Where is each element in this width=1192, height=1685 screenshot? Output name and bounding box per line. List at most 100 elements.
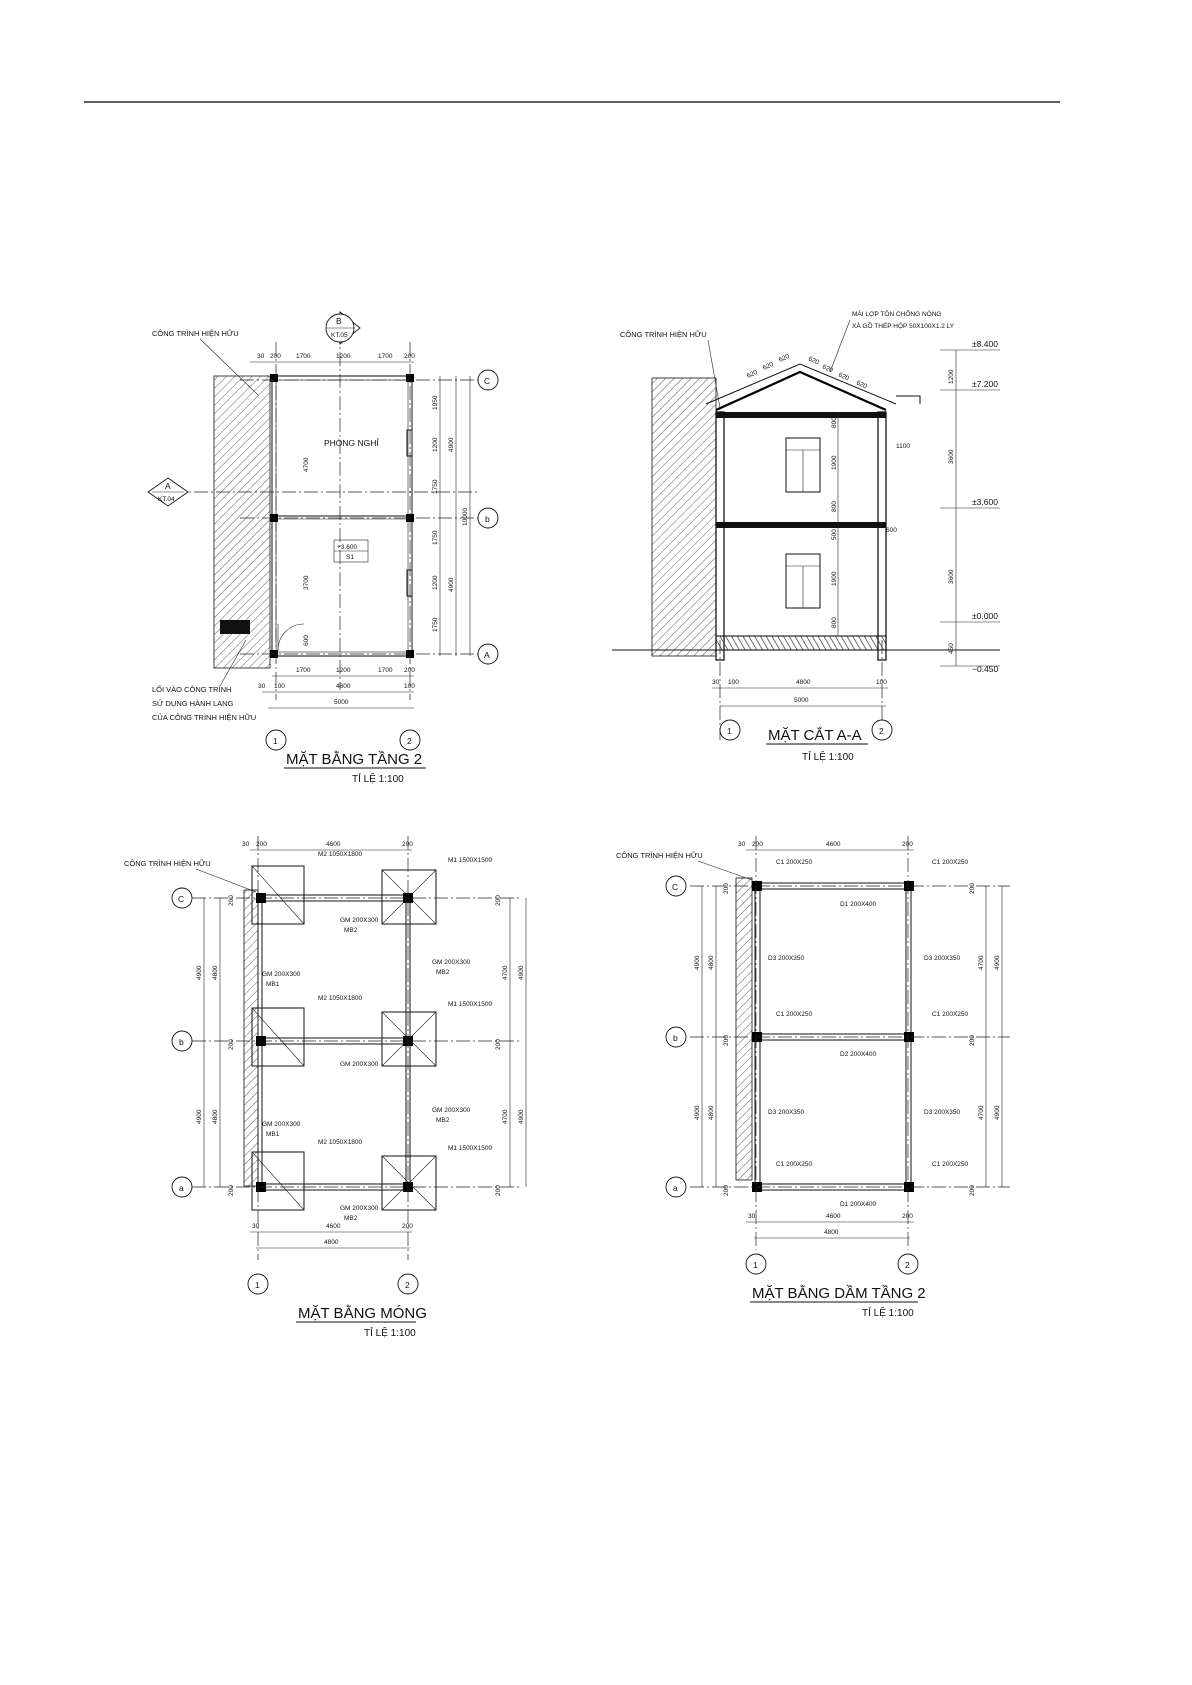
entry-line2: SỬ DỤNG HÀNH LANG (152, 699, 234, 708)
column-label: C1 200X250 (776, 859, 813, 866)
entry-line3: CỦA CÔNG TRÌNH HIỆN HỮU (152, 713, 256, 722)
axis-bubble-c: C (178, 894, 184, 904)
beam-label: GM 200X300 (432, 1107, 471, 1114)
dim: 200 (402, 841, 413, 848)
dim: 1200 (336, 353, 351, 360)
dim: 200 (228, 895, 235, 906)
dim: 100 (728, 679, 739, 686)
axis-bubble-b: b (485, 514, 490, 524)
dim: 620 (778, 353, 791, 364)
level-label: +3.600 (337, 544, 357, 551)
dim: 1700 (378, 353, 393, 360)
column-label: C1 200X250 (932, 859, 969, 866)
section-scale: TỈ LỆ 1:100 (802, 750, 854, 763)
dim: 30 (242, 841, 250, 848)
dim: 600 (886, 527, 897, 534)
dim: 4700 (502, 965, 509, 980)
dim: 800 (831, 617, 838, 628)
entry-marker (220, 620, 250, 634)
dim: 4700 (502, 1109, 509, 1124)
dim: 1200 (336, 667, 351, 674)
dim: 1200 (432, 575, 439, 590)
dim: 620 (746, 369, 759, 380)
room-label: PHÒNG NGHỈ (324, 437, 379, 448)
foundation-scale: TỈ LỆ 1:100 (364, 1326, 416, 1339)
dim: 3600 (948, 569, 955, 584)
beam-label: GM 200X300 (262, 1121, 301, 1128)
beams-scale: TỈ LỆ 1:100 (862, 1306, 914, 1319)
dim: 4900 (994, 955, 1001, 970)
dim: 1750 (432, 617, 439, 632)
dim: 30 (257, 353, 265, 360)
axis-bubble-a: a (673, 1183, 678, 1193)
dim: 4900 (196, 965, 203, 980)
column-label: C1 200X250 (776, 1011, 813, 1018)
dim: 100 (404, 683, 415, 690)
dim: 30 (738, 841, 746, 848)
dim: 200 (969, 1185, 976, 1196)
axis-bubble-c: C (484, 376, 490, 386)
dim: 100 (876, 679, 887, 686)
dim: 4800 (708, 1105, 715, 1120)
level-mark: ±7.200 (972, 379, 998, 389)
dim: 4800 (708, 955, 715, 970)
dim: 4600 (326, 1223, 341, 1230)
existing-label: CÔNG TRÌNH HIỆN HỮU (616, 851, 703, 860)
dim: 4700 (303, 457, 310, 472)
beams-title: MẶT BẰNG DẦM TẦNG 2 (752, 1284, 926, 1302)
existing-building-hatch (213, 375, 271, 669)
dim: 4900 (694, 1105, 701, 1120)
dim: 620 (807, 355, 820, 366)
dim: 1900 (831, 455, 838, 470)
beam-label: D3 200X350 (924, 955, 961, 962)
dim: 800 (831, 501, 838, 512)
footing-m2-label: M2 1050X1800 (318, 995, 362, 1002)
axis-bubble-c: C (672, 882, 678, 892)
dim: 30 (258, 683, 266, 690)
slab-label: S1 (346, 554, 354, 561)
level-mark: ±8.400 (972, 339, 998, 349)
dim: 620 (855, 379, 868, 390)
dim-total: 5000 (334, 699, 349, 706)
column-label: C1 200X250 (932, 1161, 969, 1168)
footing-m1-label: M1 1500X1500 (448, 1145, 492, 1152)
axis-bubble-a: A (484, 650, 490, 660)
dim: 200 (404, 353, 415, 360)
dim: 1200 (432, 437, 439, 452)
tag-b-sheet: KT.05 (331, 332, 348, 339)
dim: 30 (712, 679, 720, 686)
tag-b-letter: B (336, 316, 342, 326)
dim: 4800 (212, 965, 219, 980)
dim: 4900 (196, 1109, 203, 1124)
dim: 200 (228, 1185, 235, 1196)
beam-label: D3 200X350 (768, 955, 805, 962)
entry-line1: LỐI VÀO CÔNG TRÌNH (152, 684, 231, 694)
dim: 4900 (694, 955, 701, 970)
dim: 4900 (518, 1109, 525, 1124)
dim: 200 (404, 667, 415, 674)
dim: 200 (495, 895, 502, 906)
footing-m2-label: M2 1050X1800 (318, 1139, 362, 1146)
dim: 600 (303, 635, 310, 646)
floor2-title: MẶT BẰNG TẦNG 2 (286, 750, 422, 768)
dim: 1100 (896, 443, 910, 450)
floor2-scale: TỈ LỆ 1:100 (352, 772, 404, 785)
dim: 200 (402, 1223, 413, 1230)
dim: 200 (969, 1035, 976, 1046)
dim: 200 (723, 883, 730, 894)
dim: 500 (831, 529, 838, 540)
beam-label: D2 200X400 (840, 1051, 877, 1058)
tag-a-sheet: KT.04 (158, 496, 175, 503)
foundation-title: MẶT BẰNG MÓNG (298, 1304, 427, 1322)
beam-label: D1 200X400 (840, 1201, 877, 1208)
beam-label: GM 200X300 (340, 1205, 379, 1212)
dim: 4800 (796, 679, 811, 686)
dim: 1750 (432, 530, 439, 545)
beam-label: GM 200X300 (262, 971, 301, 978)
foundation-plan: CÔNG TRÌNH HIỆN HỮU M2 1050X1800 M2 1050… (124, 836, 527, 1339)
section-aa: CÔNG TRÌNH HIỆN HỮU MÁI LỢP TÔN CHỐNG NÓ… (612, 308, 1000, 763)
beam-label: MB2 (436, 1117, 450, 1124)
axis-bubble-1: 1 (273, 736, 278, 746)
existing-building-hatch (651, 377, 717, 657)
